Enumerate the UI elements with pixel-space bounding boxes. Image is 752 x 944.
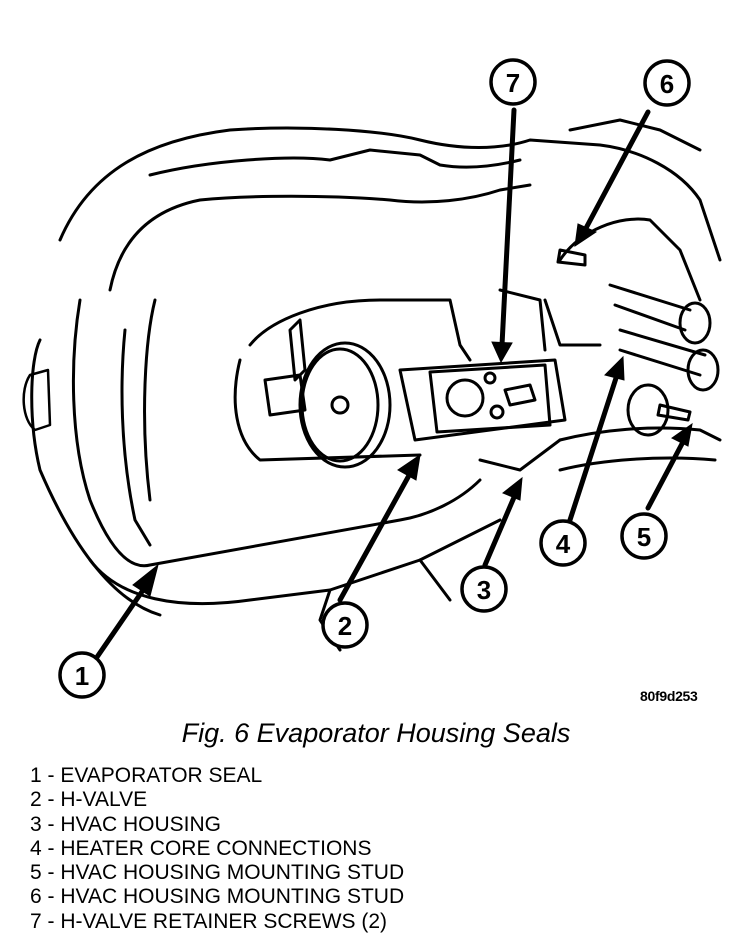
side-panel-bracket	[22, 368, 52, 432]
valve-opening-lower	[233, 358, 422, 462]
legend-list: 1 - EVAPORATOR SEAL 2 - H-VALVE 3 - HVAC…	[30, 764, 404, 934]
figure-code: 80f9d253	[640, 688, 698, 704]
right-housing-edge	[543, 298, 602, 347]
callout-number-3: 3	[477, 575, 491, 605]
callout-circle-4	[539, 519, 587, 567]
heater-core-pipe-upper-2	[613, 303, 687, 332]
h-valve-disc	[298, 341, 392, 469]
h-valve-nut	[330, 395, 350, 415]
mounting-stud-boss	[626, 383, 670, 437]
arrowhead-7	[491, 341, 513, 364]
callout-number-6: 6	[660, 69, 674, 99]
legend-item: 6 - HVAC HOUSING MOUNTING STUD	[30, 885, 405, 909]
retainer-screw-lower	[489, 404, 505, 420]
arrowhead-4	[604, 355, 625, 381]
housing-outer	[58, 126, 722, 262]
evaporator-seal	[71, 298, 482, 568]
h-valve-block	[398, 358, 567, 442]
leader-6	[582, 109, 651, 233]
left-face-inner	[120, 328, 152, 547]
leader-7	[499, 107, 517, 348]
right-housing	[558, 217, 702, 302]
callout-leaders	[92, 107, 693, 663]
valve-opening	[248, 298, 472, 362]
callout-circle-7	[489, 58, 537, 106]
arrowhead-6	[574, 223, 598, 248]
callout-number-5: 5	[637, 522, 651, 552]
mounting-stud-6	[556, 248, 587, 267]
arrowhead-2	[397, 453, 421, 481]
heater-core-pipe-upper-end	[678, 301, 712, 345]
left-face-inner-2	[143, 298, 157, 502]
h-valve-plate	[428, 363, 552, 434]
ribbed-edge-2	[558, 456, 717, 472]
h-valve-stem	[503, 383, 537, 407]
lower-housing	[88, 518, 502, 606]
legend-item: 4 - HEATER CORE CONNECTIONS	[30, 836, 372, 860]
h-valve-disc-rim	[300, 347, 380, 463]
callout-circle-3	[460, 565, 508, 613]
leader-1	[92, 577, 153, 663]
housing-inner-bead	[108, 183, 532, 292]
side-panel-edge	[30, 338, 162, 617]
legend-item: 5 - HVAC HOUSING MOUNTING STUD	[30, 861, 405, 885]
legend-item: 7 - H-VALVE RETAINER SCREWS (2)	[30, 909, 388, 933]
callout-number-2: 2	[338, 611, 352, 641]
h-valve-port	[445, 378, 485, 418]
tube-stub	[288, 318, 307, 382]
leader-4	[567, 372, 620, 523]
callout-circle-5	[620, 512, 668, 560]
arrowhead-3	[502, 476, 523, 501]
arrowhead-5	[671, 422, 693, 447]
callout-number-4: 4	[556, 529, 571, 559]
mounting-stud-5	[656, 403, 692, 422]
callout-circle-6	[643, 59, 691, 107]
leader-5	[645, 437, 687, 511]
callout-number-1: 1	[75, 661, 89, 691]
arrowhead-1	[132, 563, 159, 597]
legend-item: 2 - H-VALVE	[30, 788, 148, 812]
housing-seam	[498, 288, 547, 352]
legend-item: 1 - EVAPORATOR SEAL	[30, 764, 263, 787]
heater-core-pipe-lower-end	[686, 348, 720, 392]
heater-core-pipe-lower	[618, 328, 707, 357]
tube-base	[263, 373, 307, 417]
housing-seam-2	[478, 438, 562, 472]
leader-3	[482, 492, 518, 568]
heater-core-pipe-upper	[608, 283, 692, 312]
retainer-screw-upper	[483, 371, 497, 385]
legend-item: 3 - HVAC HOUSING	[30, 812, 221, 836]
callout-circle-1	[58, 651, 106, 699]
ribbed-edge	[558, 426, 722, 442]
callout-circle-2	[321, 601, 369, 649]
evaporator-housing-illustration: 1 2 3 4 5 6 7	[22, 58, 722, 699]
callout-number-7: 7	[506, 68, 520, 98]
leader-2	[337, 467, 415, 603]
housing-top-ridge	[148, 148, 522, 177]
lower-flange-2	[418, 558, 452, 602]
figure-caption: Fig. 6 Evaporator Housing Seals	[181, 718, 571, 748]
